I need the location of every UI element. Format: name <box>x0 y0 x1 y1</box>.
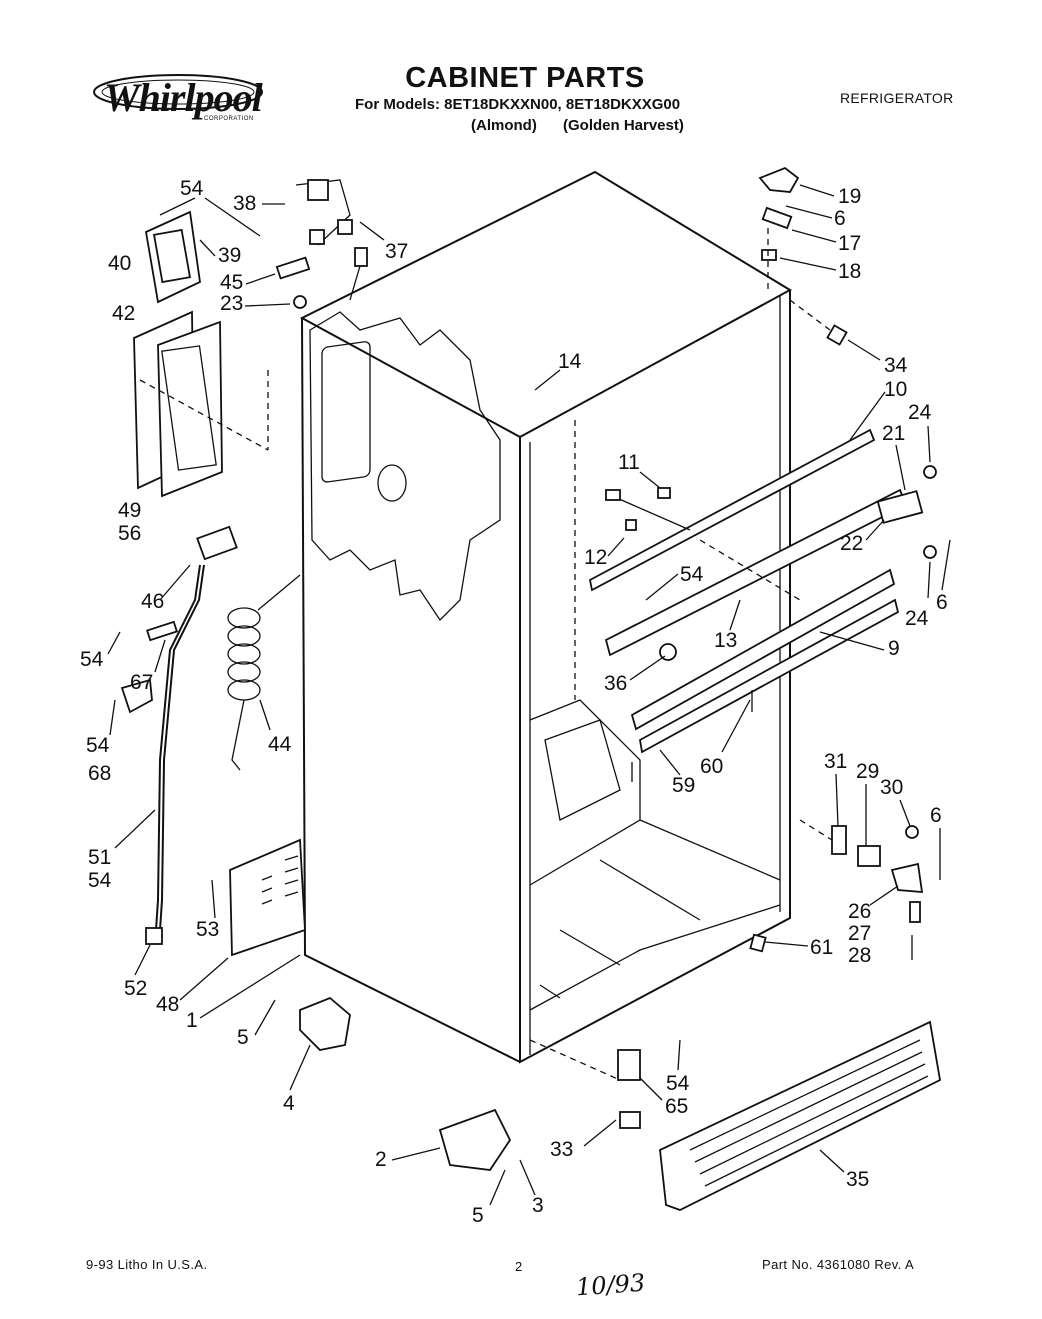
callout-52: 52 <box>124 977 147 1000</box>
callout-30: 30 <box>880 776 903 799</box>
callout-9: 9 <box>888 637 900 660</box>
product-category: REFRIGERATOR <box>840 90 954 106</box>
callout-38: 38 <box>233 192 256 215</box>
callout-24: 24 <box>905 607 929 630</box>
callout-54: 54 <box>680 563 704 586</box>
callout-51: 51 <box>88 846 111 869</box>
callout-35: 35 <box>846 1168 869 1191</box>
cabinet-shell <box>229 170 793 1064</box>
callout-23: 23 <box>220 292 243 315</box>
callout-45: 45 <box>220 271 243 294</box>
callout-14: 14 <box>558 350 582 373</box>
callout-12: 12 <box>584 546 607 569</box>
callout-46: 46 <box>141 590 164 613</box>
callout-26: 26 <box>848 900 871 923</box>
callout-21: 21 <box>882 422 905 445</box>
callout-19: 19 <box>838 185 861 208</box>
callout-37: 37 <box>385 240 408 263</box>
power-cord-and-tubes <box>120 525 301 945</box>
callout-22: 22 <box>840 532 863 555</box>
callout-1: 1 <box>186 1009 198 1032</box>
callout-11: 11 <box>618 451 640 474</box>
callout-31: 31 <box>824 750 847 773</box>
litho-note: 9-93 Litho In U.S.A. <box>86 1257 208 1272</box>
callout-6: 6 <box>936 591 948 614</box>
bottom-hinge-parts <box>749 819 924 960</box>
callout-27: 27 <box>848 922 871 945</box>
callout-34: 34 <box>884 354 908 377</box>
callout-54: 54 <box>666 1072 690 1095</box>
callout-44: 44 <box>268 733 292 756</box>
handwritten-date: 10/93 <box>575 1268 647 1302</box>
logo-swoosh <box>93 74 263 110</box>
callout-36: 36 <box>604 672 627 695</box>
callout-2: 2 <box>375 1148 387 1171</box>
shelf-rails <box>588 428 937 782</box>
callout-18: 18 <box>838 260 861 283</box>
top-hinge-parts <box>758 166 848 346</box>
callout-60: 60 <box>700 755 723 778</box>
callout-39: 39 <box>218 244 241 267</box>
callout-4: 4 <box>283 1092 295 1115</box>
callout-48: 48 <box>156 993 179 1016</box>
variant-almond: (Almond) <box>471 117 537 134</box>
page-number: 2 <box>515 1259 523 1274</box>
callout-53: 53 <box>196 918 219 941</box>
leader-lines <box>107 184 951 1206</box>
callout-labels: 54 38 39 40 45 37 23 42 19 6 17 18 34 14… <box>80 177 948 1227</box>
callout-56: 56 <box>118 522 141 545</box>
callout-61: 61 <box>810 936 833 959</box>
callout-49: 49 <box>118 499 141 522</box>
leveling-and-grille-parts <box>299 996 942 1211</box>
callout-33: 33 <box>550 1138 573 1161</box>
callout-28: 28 <box>848 944 871 967</box>
callout-65: 65 <box>665 1095 688 1118</box>
callout-6: 6 <box>930 804 942 827</box>
exploded-parts-diagram: 54 38 39 40 45 37 23 42 19 6 17 18 34 14… <box>80 166 951 1227</box>
callout-17: 17 <box>838 232 861 255</box>
callout-5: 5 <box>472 1204 484 1227</box>
brand-subtitle: CORPORATION <box>204 116 254 122</box>
part-number: Part No. 4361080 Rev. A <box>762 1257 915 1272</box>
callout-13: 13 <box>714 629 737 652</box>
model-numbers: For Models: 8ET18DKXXN00, 8ET18DKXXG00 <box>355 96 681 113</box>
callout-3: 3 <box>532 1194 544 1217</box>
thermostat-parts <box>133 179 368 498</box>
callout-54: 54 <box>86 734 110 757</box>
callout-6: 6 <box>834 207 846 230</box>
callout-59: 59 <box>672 774 695 797</box>
callout-40: 40 <box>108 252 131 275</box>
callout-68: 68 <box>88 762 111 785</box>
brand-logo: Whirlpool CORPORATION <box>92 62 264 128</box>
variant-golden-harvest: (Golden Harvest) <box>563 117 684 134</box>
callout-29: 29 <box>856 760 879 783</box>
callout-42: 42 <box>112 302 135 325</box>
callout-54: 54 <box>180 177 204 200</box>
callout-54: 54 <box>88 869 112 892</box>
callout-24: 24 <box>908 401 932 424</box>
callout-54: 54 <box>80 648 104 671</box>
callout-10: 10 <box>884 378 907 401</box>
brand-name: Whirlpool <box>104 75 263 120</box>
page-title: CABINET PARTS <box>405 62 645 94</box>
callout-67: 67 <box>130 671 153 694</box>
callout-5: 5 <box>237 1026 249 1049</box>
